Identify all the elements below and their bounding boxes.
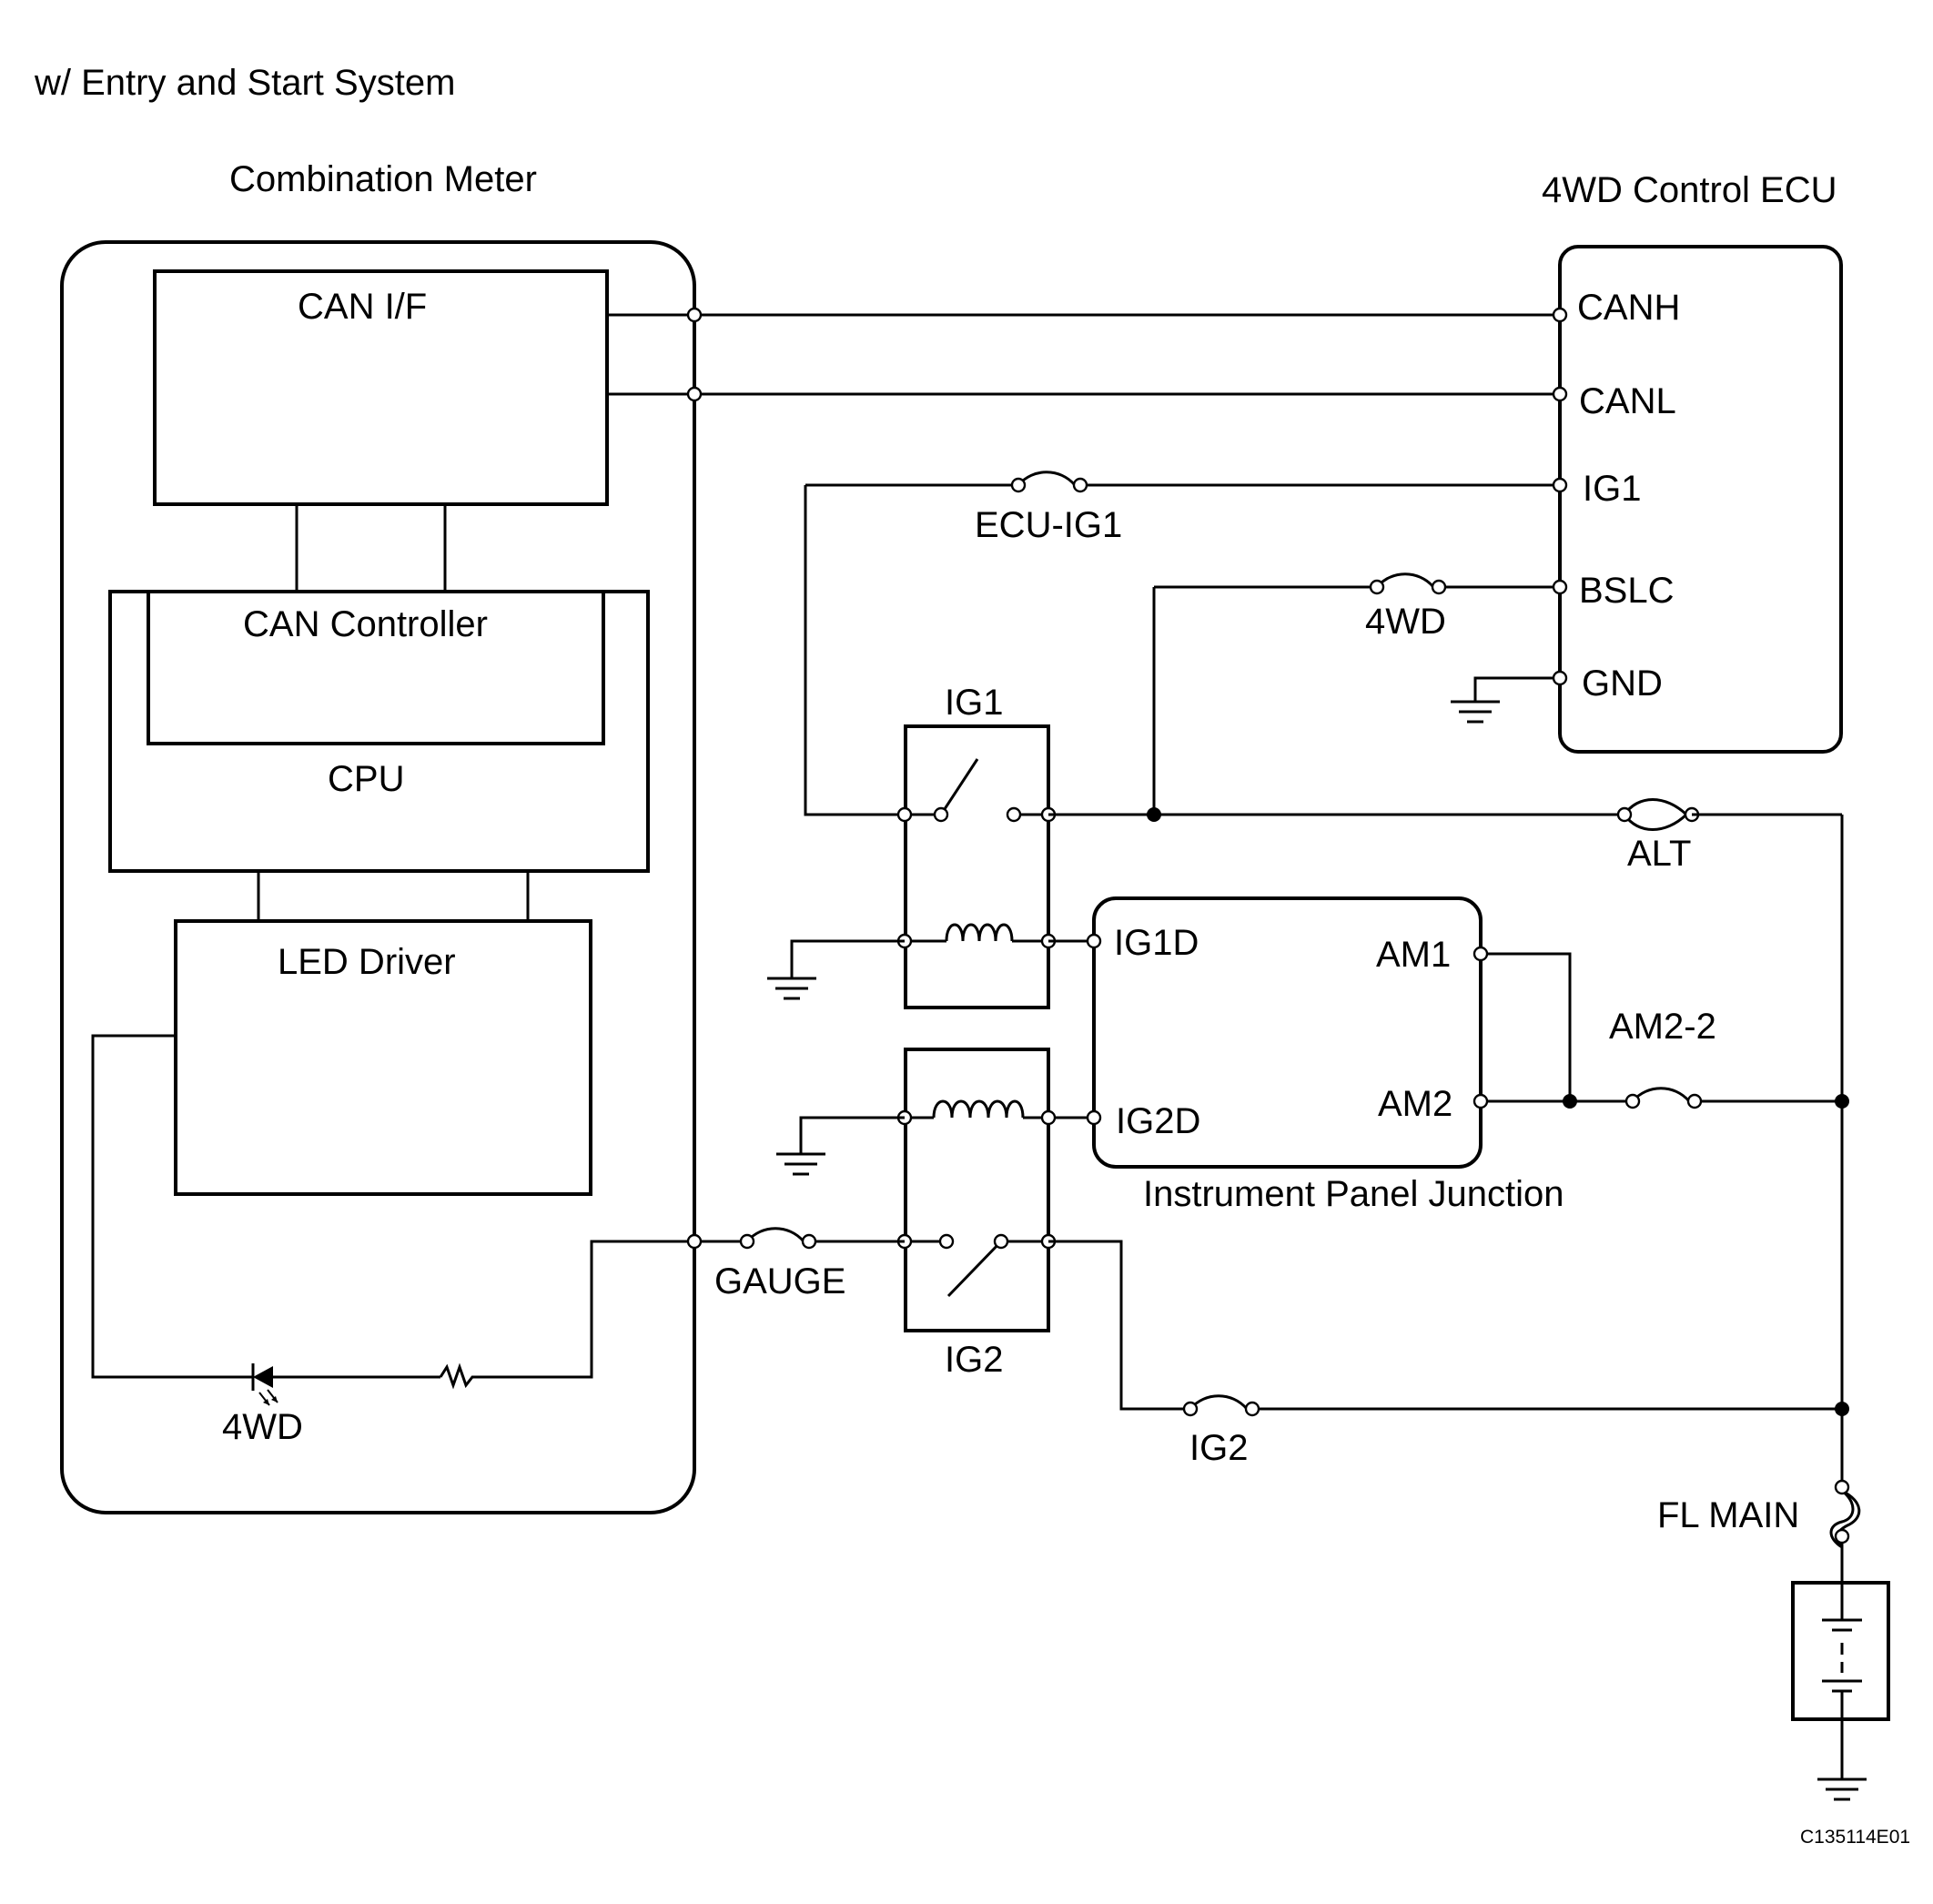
can-controller-label: CAN Controller bbox=[243, 604, 488, 644]
ecu-4wd-control: 4WD Control ECU CANH CANL IG1 BSLC GND bbox=[1542, 170, 1843, 754]
relay-ig1-label: IG1 bbox=[945, 683, 1003, 723]
meter-terminal bbox=[686, 386, 703, 402]
junction-dot bbox=[1563, 1094, 1577, 1109]
fuse-ecu-ig1-label: ECU-IG1 bbox=[975, 505, 1122, 545]
fuse-4wd-icon bbox=[1369, 572, 1447, 595]
junction-outline bbox=[1092, 896, 1483, 1169]
led-label: 4WD bbox=[222, 1407, 303, 1447]
relay-ig1-outline bbox=[904, 724, 1050, 1009]
fuse-am2-2-icon bbox=[1624, 1087, 1703, 1109]
diagram-title: w/ Entry and Start System bbox=[34, 63, 455, 103]
combination-meter-outline bbox=[60, 240, 696, 1514]
ground-icon bbox=[765, 977, 818, 1000]
led-driver-block bbox=[174, 919, 592, 1196]
ecu-label: 4WD Control ECU bbox=[1542, 170, 1837, 210]
fuse-alt-label: ALT bbox=[1627, 834, 1691, 874]
junction-dot bbox=[1147, 807, 1161, 822]
figure-code: C135114E01 bbox=[1800, 1827, 1910, 1848]
relay-switch-icon bbox=[946, 1240, 1003, 1298]
ecu-pin-ig1: IG1 bbox=[1583, 469, 1641, 509]
junction-am1: AM1 bbox=[1376, 935, 1451, 975]
relay-ig2-label: IG2 bbox=[945, 1340, 1003, 1380]
ecu-pin-canl: CANL bbox=[1579, 381, 1676, 421]
ecu-outline bbox=[1558, 245, 1843, 754]
fuse-ig2-label: IG2 bbox=[1189, 1428, 1248, 1468]
fuse-ig2-icon bbox=[1182, 1394, 1260, 1417]
fuse-gauge-label: GAUGE bbox=[714, 1261, 845, 1301]
meter-terminal bbox=[686, 307, 703, 323]
fuse-4wd-label: 4WD bbox=[1365, 602, 1446, 642]
can-if-label: CAN I/F bbox=[298, 287, 427, 327]
relay-ig1: IG1 bbox=[896, 683, 1057, 1009]
combination-meter: Combination Meter CAN I/F CAN Controller… bbox=[60, 159, 696, 1514]
fuse-ecu-ig1-icon bbox=[1010, 471, 1088, 493]
fuse-am2-2-label: AM2-2 bbox=[1609, 1007, 1716, 1047]
ecu-pin-gnd: GND bbox=[1582, 663, 1663, 704]
instrument-panel-junction: IG1D IG2D AM1 AM2 Instrument Panel Junct… bbox=[1086, 896, 1564, 1214]
junction-dot bbox=[1835, 1402, 1849, 1416]
junction-dot bbox=[1835, 1094, 1849, 1109]
ground-icon bbox=[774, 1152, 827, 1176]
can-if-block bbox=[153, 269, 609, 506]
fuse-fl-main-icon bbox=[1829, 1479, 1861, 1549]
relay-coil-icon bbox=[932, 1099, 1025, 1119]
indicator-led-icon bbox=[251, 1363, 278, 1406]
can-controller-block bbox=[147, 590, 605, 745]
relay-switch-icon bbox=[939, 758, 979, 815]
fuse-fl-main-label: FL MAIN bbox=[1657, 1495, 1799, 1535]
cpu-label: CPU bbox=[328, 759, 404, 799]
fuse-gauge-icon bbox=[739, 1227, 817, 1250]
meter-terminal bbox=[686, 1233, 703, 1250]
led-driver-label: LED Driver bbox=[278, 942, 456, 982]
resistor-icon bbox=[439, 1362, 479, 1390]
ground-icon bbox=[1816, 1777, 1868, 1801]
junction-am2: AM2 bbox=[1378, 1084, 1452, 1124]
ground-icon bbox=[1449, 700, 1502, 724]
relay-ig2: IG2 bbox=[896, 1048, 1057, 1380]
combination-meter-label: Combination Meter bbox=[229, 159, 537, 199]
fuse-alt-icon bbox=[1616, 798, 1700, 831]
ecu-pin-bslc: BSLC bbox=[1579, 571, 1675, 611]
junction-label: Instrument Panel Junction bbox=[1143, 1174, 1564, 1214]
junction-ig2d: IG2D bbox=[1116, 1101, 1200, 1141]
junction-ig1d: IG1D bbox=[1114, 923, 1199, 963]
relay-coil-icon bbox=[945, 923, 1014, 942]
relay-ig2-outline bbox=[904, 1048, 1050, 1332]
ecu-pin-canh: CANH bbox=[1577, 288, 1680, 328]
